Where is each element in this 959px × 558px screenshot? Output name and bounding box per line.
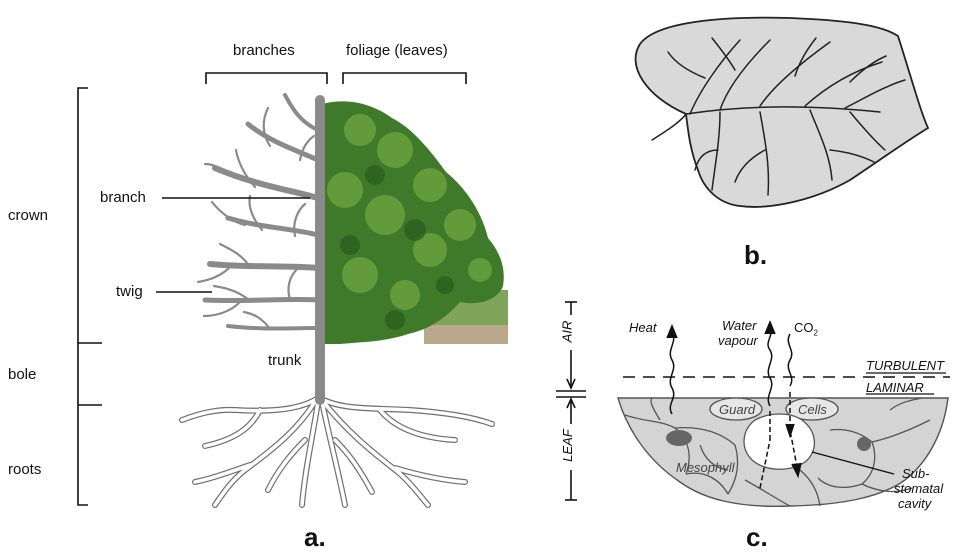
mesophyll-label: Mesophyll — [676, 460, 735, 475]
bole-label: bole — [8, 366, 36, 383]
foliage-label: foliage (leaves) — [346, 42, 448, 59]
foliage-bracket — [343, 73, 466, 84]
cavity-label-line2: stomatal — [894, 481, 943, 496]
branches-label: branches — [233, 42, 295, 59]
co2-label: CO2 — [794, 320, 818, 338]
branches-illustration — [198, 95, 320, 400]
water-label-line2: vapour — [718, 333, 758, 348]
laminar-label: LAMINAR — [866, 380, 924, 395]
cells-label: Cells — [798, 402, 827, 417]
roots-illustration — [182, 398, 492, 505]
co2-text: CO — [794, 320, 814, 335]
leaf-axis-label: LEAF — [560, 429, 575, 462]
twig-callout-label: twig — [116, 283, 143, 300]
panel-b-leaf — [636, 18, 928, 207]
cavity-label-line1: Sub- — [902, 466, 929, 481]
panel-b-caption: b. — [744, 240, 767, 271]
guard-label: Guard — [719, 402, 755, 417]
leaf-outline — [636, 18, 928, 207]
roots-label: roots — [8, 461, 41, 478]
foliage-illustration — [322, 101, 508, 344]
callout-lines — [156, 198, 310, 292]
crown-label: crown — [8, 207, 48, 224]
air-label: AIR — [559, 321, 574, 343]
water-label-line1: Water — [722, 318, 756, 333]
heat-label: Heat — [629, 320, 656, 335]
substomatal-cavity — [744, 414, 814, 469]
branch-callout-label: branch — [100, 189, 146, 206]
cavity-label-line3: cavity — [898, 496, 931, 511]
trunk-callout-label: trunk — [268, 352, 301, 369]
branches-bracket — [206, 73, 327, 84]
co2-subscript: 2 — [814, 329, 818, 338]
panel-a-caption: a. — [304, 522, 326, 553]
crown-bracket — [78, 88, 102, 505]
panel-c-caption: c. — [746, 522, 768, 553]
turbulent-label: TURBULENT — [866, 358, 944, 373]
